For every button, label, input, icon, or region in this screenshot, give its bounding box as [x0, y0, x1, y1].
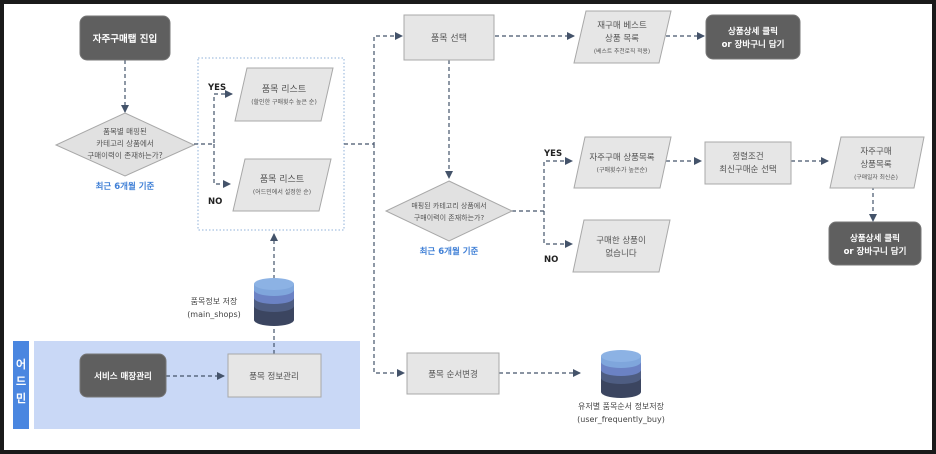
service-mgmt-node [79, 353, 167, 398]
no-purchase-line2: 없습니다 [605, 248, 636, 259]
decision2-node [384, 180, 514, 242]
decision1-line3: 구매이력이 존재하는가? [87, 150, 162, 160]
freq-list2-node [829, 136, 925, 189]
flowchart-canvas: 어 드 민 자주구매탭 진입 품목별 매핑된 카테고리 상품에서 구매이력이 존… [4, 4, 932, 450]
sort-condition-line1: 정렬조건 [732, 151, 763, 162]
list-yes-title: 품목 리스트 [262, 84, 306, 95]
admin-lane-label-1: 어 [16, 357, 26, 371]
decision2-note: 최근 6개월 기준 [420, 246, 479, 257]
db-main-label: 품목정보 저장 [191, 296, 238, 306]
database-user-frequently-buy-icon [601, 350, 641, 398]
edge-decision2-no [543, 211, 573, 248]
best-list-node [573, 10, 672, 64]
edge-decision1-no [213, 144, 231, 188]
order-change-node [406, 352, 500, 395]
decision2-line1: 매핑된 카테고리 상품에서 [411, 201, 486, 210]
sort-condition-line2: 최신구매순 선택 [719, 164, 776, 175]
best-list-sub: (베스트 추천로직 적용) [594, 47, 650, 55]
edge-decision2-yes [512, 157, 573, 212]
list-yes-sub: (할인한 구매횟수 높은 순) [251, 98, 317, 106]
connectors [121, 32, 877, 380]
decision2-line2: 구매이력이 존재하는가? [414, 213, 485, 222]
no-purchase-line1: 구매한 상품이 [596, 235, 646, 246]
db-user-table: (user_frequently_buy) [577, 415, 665, 424]
admin-lane-label-3: 민 [16, 391, 26, 405]
end2-node [828, 221, 922, 266]
end2-line2: or 장바구니 담기 [844, 246, 907, 257]
edge-group-to-select [344, 32, 403, 145]
start-node [79, 15, 171, 61]
freq-list-sub: (구매횟수가 높은순) [597, 166, 648, 174]
item-info-mgmt-node [227, 353, 322, 398]
freq-list2-sub: (구매일자 최신순) [854, 173, 898, 181]
list-yes-node [234, 67, 334, 122]
decision1-node [54, 112, 196, 177]
end2-line1: 상품상세 클릭 [850, 233, 900, 244]
start-node-label: 자주구매탭 진입 [93, 33, 158, 45]
database-main-shops-icon [254, 278, 294, 326]
end1-node [705, 14, 801, 60]
list-no-node [232, 158, 332, 212]
decision2-yes-label: YES [543, 149, 562, 159]
flowchart-svg: 어 드 민 자주구매탭 진입 품목별 매핑된 카테고리 상품에서 구매이력이 존… [13, 10, 925, 429]
freq-list-node [573, 136, 672, 189]
decision2-no-label: NO [544, 255, 558, 265]
end1-line2: or 장바구니 담기 [722, 39, 785, 50]
edge-decision1-yes [194, 90, 233, 145]
decision1-note: 최근 6개월 기준 [96, 181, 155, 192]
edge-group-to-order [373, 144, 405, 377]
db-user-label: 유저별 품목순서 정보저장 [578, 401, 665, 411]
freq-list2-line1: 자주구매 [860, 147, 891, 157]
end1-line1: 상품상세 클릭 [728, 26, 778, 37]
list-no-title: 품목 리스트 [260, 174, 304, 185]
service-mgmt-label: 서비스 매장관리 [94, 371, 152, 382]
order-change-label: 품목 순서변경 [428, 369, 478, 380]
decision1-line1: 품목별 매핑된 [103, 126, 147, 136]
admin-lane-label-2: 드 [16, 375, 26, 388]
decision1-yes-label: YES [207, 83, 226, 93]
best-list-line2: 상품 목록 [605, 33, 639, 44]
select-item-label: 품목 선택 [431, 33, 467, 44]
sort-condition-node [704, 141, 792, 185]
item-info-mgmt-label: 품목 정보관리 [249, 371, 299, 382]
select-item-node [403, 14, 495, 61]
admin-lane-bar [13, 341, 29, 429]
decision1-no-label: NO [208, 197, 222, 207]
no-purchase-node [572, 219, 671, 273]
db-main-table: (main_shops) [187, 310, 241, 319]
decision1-line2: 카테고리 상품에서 [96, 138, 154, 148]
freq-list-title: 자주구매 상품목록 [589, 152, 654, 163]
list-no-sub: (어드민에서 설정한 순) [253, 188, 311, 196]
freq-list2-line2: 상품목록 [860, 159, 891, 170]
best-list-line1: 재구매 베스트 [597, 21, 647, 31]
